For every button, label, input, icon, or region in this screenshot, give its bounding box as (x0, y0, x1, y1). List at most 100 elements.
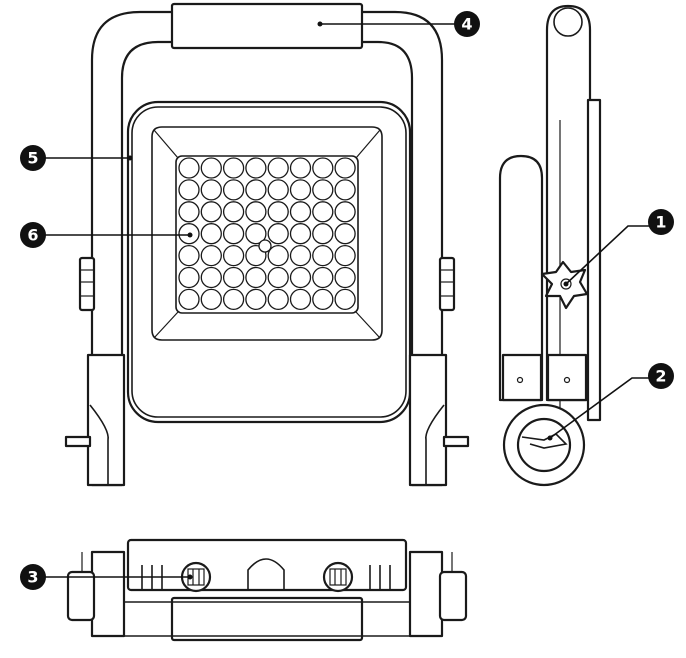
led-emitter (312, 288, 334, 311)
led-emitter (334, 244, 356, 267)
side-tube-cap (553, 7, 583, 37)
led-emitter (312, 157, 334, 179)
led-emitter (312, 179, 334, 201)
led-emitter (245, 266, 267, 289)
bracket-screw (516, 376, 524, 384)
bottom-left-leg (90, 550, 126, 638)
led-emitter (200, 288, 222, 311)
callout-6: 6 (20, 222, 193, 248)
led-emitter (334, 223, 356, 245)
side-lamp-body (586, 98, 602, 422)
led-emitter (267, 288, 289, 311)
led-emitter (289, 157, 312, 179)
led-emitter (222, 179, 245, 201)
right-leg (408, 353, 448, 487)
led-emitter (222, 157, 245, 179)
bottom-lamp-body (126, 538, 408, 592)
callout-2: 2 (547, 363, 674, 441)
callout-5: 5 (20, 145, 133, 171)
right-foot-curve (425, 404, 445, 485)
led-emitter (200, 266, 222, 289)
side-tube-main (545, 4, 592, 402)
lamp-glass-frame (151, 126, 383, 341)
led-emitter (178, 201, 200, 223)
led-emitter (245, 223, 267, 245)
led-emitter (245, 201, 267, 223)
bottom-view (66, 538, 468, 642)
led-emitter (178, 288, 200, 311)
bottom-left-pad (66, 570, 96, 622)
led-emitter (267, 201, 289, 223)
callout-3: 3 (20, 564, 193, 590)
bracket-screw (563, 376, 571, 384)
left-leg (86, 353, 126, 487)
led-emitter (312, 244, 334, 267)
led-emitter (312, 201, 334, 223)
led-emitter (267, 223, 289, 245)
left-knob (78, 256, 96, 312)
led-emitter (200, 157, 222, 179)
svg-text:6: 6 (27, 226, 38, 245)
led-emitter (334, 157, 356, 179)
led-emitter (267, 244, 289, 267)
lamp-housing (126, 100, 412, 424)
led-emitter (289, 266, 312, 289)
led-emitter (334, 266, 356, 289)
led-emitter (200, 179, 222, 201)
bottom-knob-right (322, 561, 354, 593)
right-knob (438, 256, 456, 312)
led-emitter (178, 244, 200, 267)
bottom-center-boss (247, 558, 285, 590)
led-emitter (334, 288, 356, 311)
left-foot-pin (64, 435, 92, 448)
led-emitter (334, 201, 356, 223)
led-emitter (289, 288, 312, 311)
bottom-vent-right (369, 565, 391, 590)
svg-text:5: 5 (27, 149, 38, 168)
svg-text:4: 4 (461, 15, 472, 34)
led-emitter (200, 244, 222, 267)
bottom-handle (170, 596, 364, 642)
svg-text:1: 1 (655, 213, 666, 232)
hinge-latch (521, 433, 568, 449)
svg-text:3: 3 (27, 568, 38, 587)
led-emitter (334, 179, 356, 201)
front-view (64, 2, 470, 487)
glass-bevel-tr (355, 129, 381, 159)
led-emitter (178, 157, 200, 179)
led-emitter (200, 201, 222, 223)
led-emitter (312, 223, 334, 245)
led-emitter (222, 266, 245, 289)
side-tube-rear (498, 154, 544, 402)
glass-bevel-tl (153, 129, 179, 159)
callout-4: 4 (317, 11, 480, 37)
bottom-right-leg (408, 550, 444, 638)
callout-1: 1 (563, 209, 674, 287)
led-grid (178, 157, 356, 311)
svg-text:2: 2 (655, 367, 666, 386)
led-emitter (267, 266, 289, 289)
led-emitter (267, 157, 289, 179)
led-emitter (222, 244, 245, 267)
led-emitter (245, 157, 267, 179)
glass-bevel-br (355, 311, 381, 339)
led-emitter (289, 244, 312, 267)
led-emitter (289, 201, 312, 223)
led-emitter (222, 201, 245, 223)
bottom-right-pad (438, 570, 468, 622)
side-bracket-left (501, 353, 543, 402)
led-emitter (289, 223, 312, 245)
led-emitter (178, 179, 200, 201)
led-emitter (245, 288, 267, 311)
lamp-bezel (131, 106, 407, 418)
led-emitter (222, 223, 245, 245)
led-emitter (267, 179, 289, 201)
led-emitter (222, 288, 245, 311)
left-foot-curve (89, 404, 109, 485)
star-knob-center (560, 278, 572, 290)
led-emitter (312, 266, 334, 289)
led-emitter (178, 266, 200, 289)
handle-grip (170, 2, 364, 50)
